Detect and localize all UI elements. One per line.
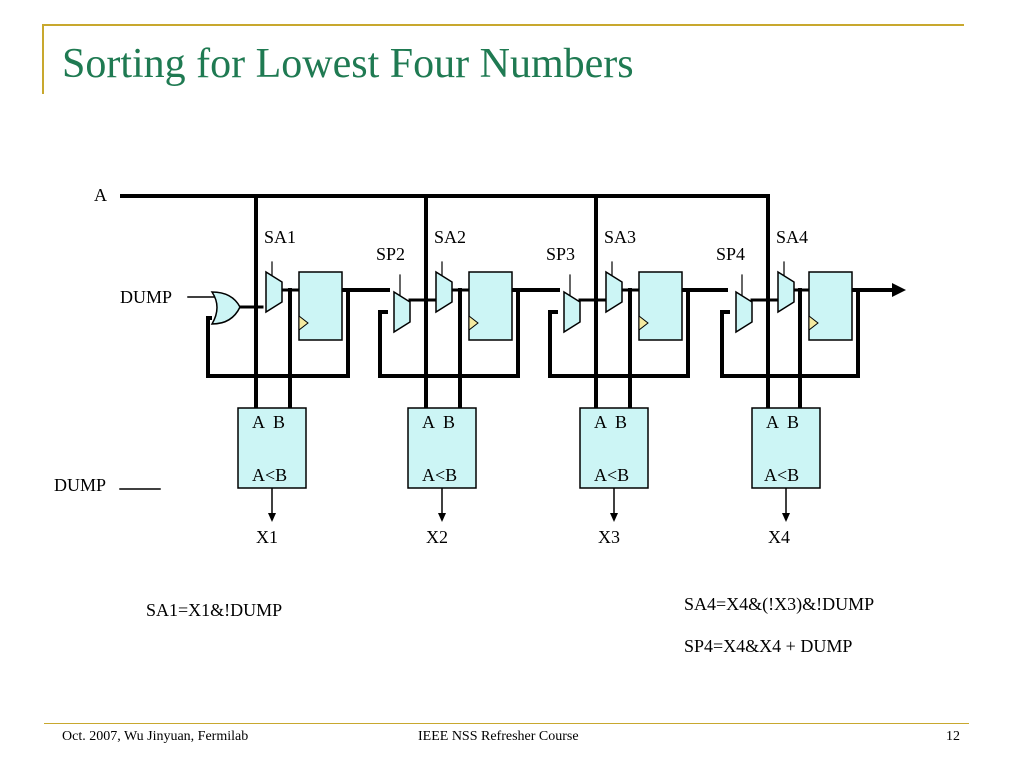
sp2-label: SP2 xyxy=(376,244,405,264)
labels: A DUMP DUMP SA1 SA2 SA3 SA4 SP2 SP3 SP4 … xyxy=(54,185,808,547)
feedback-loop-4 xyxy=(720,290,860,378)
output-arrow-head xyxy=(892,283,906,297)
output-arrow-3 xyxy=(610,513,618,522)
sa-mux-3 xyxy=(605,270,623,314)
comparator-3 xyxy=(579,407,649,489)
output-x2-label: X2 xyxy=(426,527,448,547)
register-3 xyxy=(638,271,683,341)
clock-marker-2 xyxy=(468,314,479,332)
feedback-loop-1 xyxy=(206,290,350,378)
output-x4-label: X4 xyxy=(768,527,790,547)
clock-marker-3 xyxy=(638,314,649,332)
sp-mux-4 xyxy=(735,290,753,334)
equation-sp4: SP4=X4&X4 + DUMP xyxy=(684,636,853,656)
clock-marker-4 xyxy=(808,314,819,332)
output-x3-label: X3 xyxy=(598,527,620,547)
or-gate xyxy=(210,291,241,325)
footer-divider xyxy=(44,723,969,724)
input-bus-label: A xyxy=(94,185,107,205)
sa2-label: SA2 xyxy=(434,227,466,247)
sa1-label: SA1 xyxy=(264,227,296,247)
equation-sa1: SA1=X1&!DUMP xyxy=(146,600,283,620)
dump-label-top: DUMP xyxy=(120,287,172,307)
comparator-1-cmp-label: A<B xyxy=(252,465,287,485)
feedback-loop-3 xyxy=(548,290,690,378)
wires xyxy=(119,194,895,517)
sa-mux-4 xyxy=(777,270,795,314)
comparator-4-ab-label: A B xyxy=(766,412,799,432)
comparator-2-ab-label: A B xyxy=(422,412,455,432)
comparator-2 xyxy=(407,407,477,489)
register-4 xyxy=(808,271,853,341)
register-2 xyxy=(468,271,513,341)
page-number: 12 xyxy=(946,729,960,744)
clock-marker-1 xyxy=(298,314,309,332)
comparator-4-cmp-label: A<B xyxy=(764,465,799,485)
sa-mux-2 xyxy=(435,270,453,314)
sa4-label: SA4 xyxy=(776,227,808,247)
footer-course: IEEE NSS Refresher Course xyxy=(418,729,579,744)
dump-label-bottom: DUMP xyxy=(54,475,106,495)
comparator-2-cmp-label: A<B xyxy=(422,465,457,485)
output-arrow-2 xyxy=(438,513,446,522)
left-accent-line xyxy=(42,26,44,94)
output-arrow-1 xyxy=(268,513,276,522)
sa-mux-1 xyxy=(265,270,283,314)
register-1 xyxy=(298,271,343,341)
sp4-label: SP4 xyxy=(716,244,745,264)
feedback-loop-2 xyxy=(378,290,520,378)
comparator-3-cmp-label: A<B xyxy=(594,465,629,485)
output-x1-label: X1 xyxy=(256,527,278,547)
slide-title: Sorting for Lowest Four Numbers xyxy=(62,41,634,87)
comparator-4 xyxy=(751,407,821,489)
output-arrow-4 xyxy=(782,513,790,522)
parts xyxy=(210,270,906,522)
footer-author: Oct. 2007, Wu Jinyuan, Fermilab xyxy=(62,729,249,744)
comparator-3-ab-label: A B xyxy=(594,412,627,432)
sp3-label: SP3 xyxy=(546,244,575,264)
sp-mux-2 xyxy=(393,290,411,334)
sp-mux-3 xyxy=(563,290,581,334)
top-accent-line xyxy=(42,24,964,26)
equation-sa4: SA4=X4&(!X3)&!DUMP xyxy=(684,594,875,614)
sa3-label: SA3 xyxy=(604,227,636,247)
comparator-1-ab-label: A B xyxy=(252,412,285,432)
comparator-1 xyxy=(237,407,307,489)
